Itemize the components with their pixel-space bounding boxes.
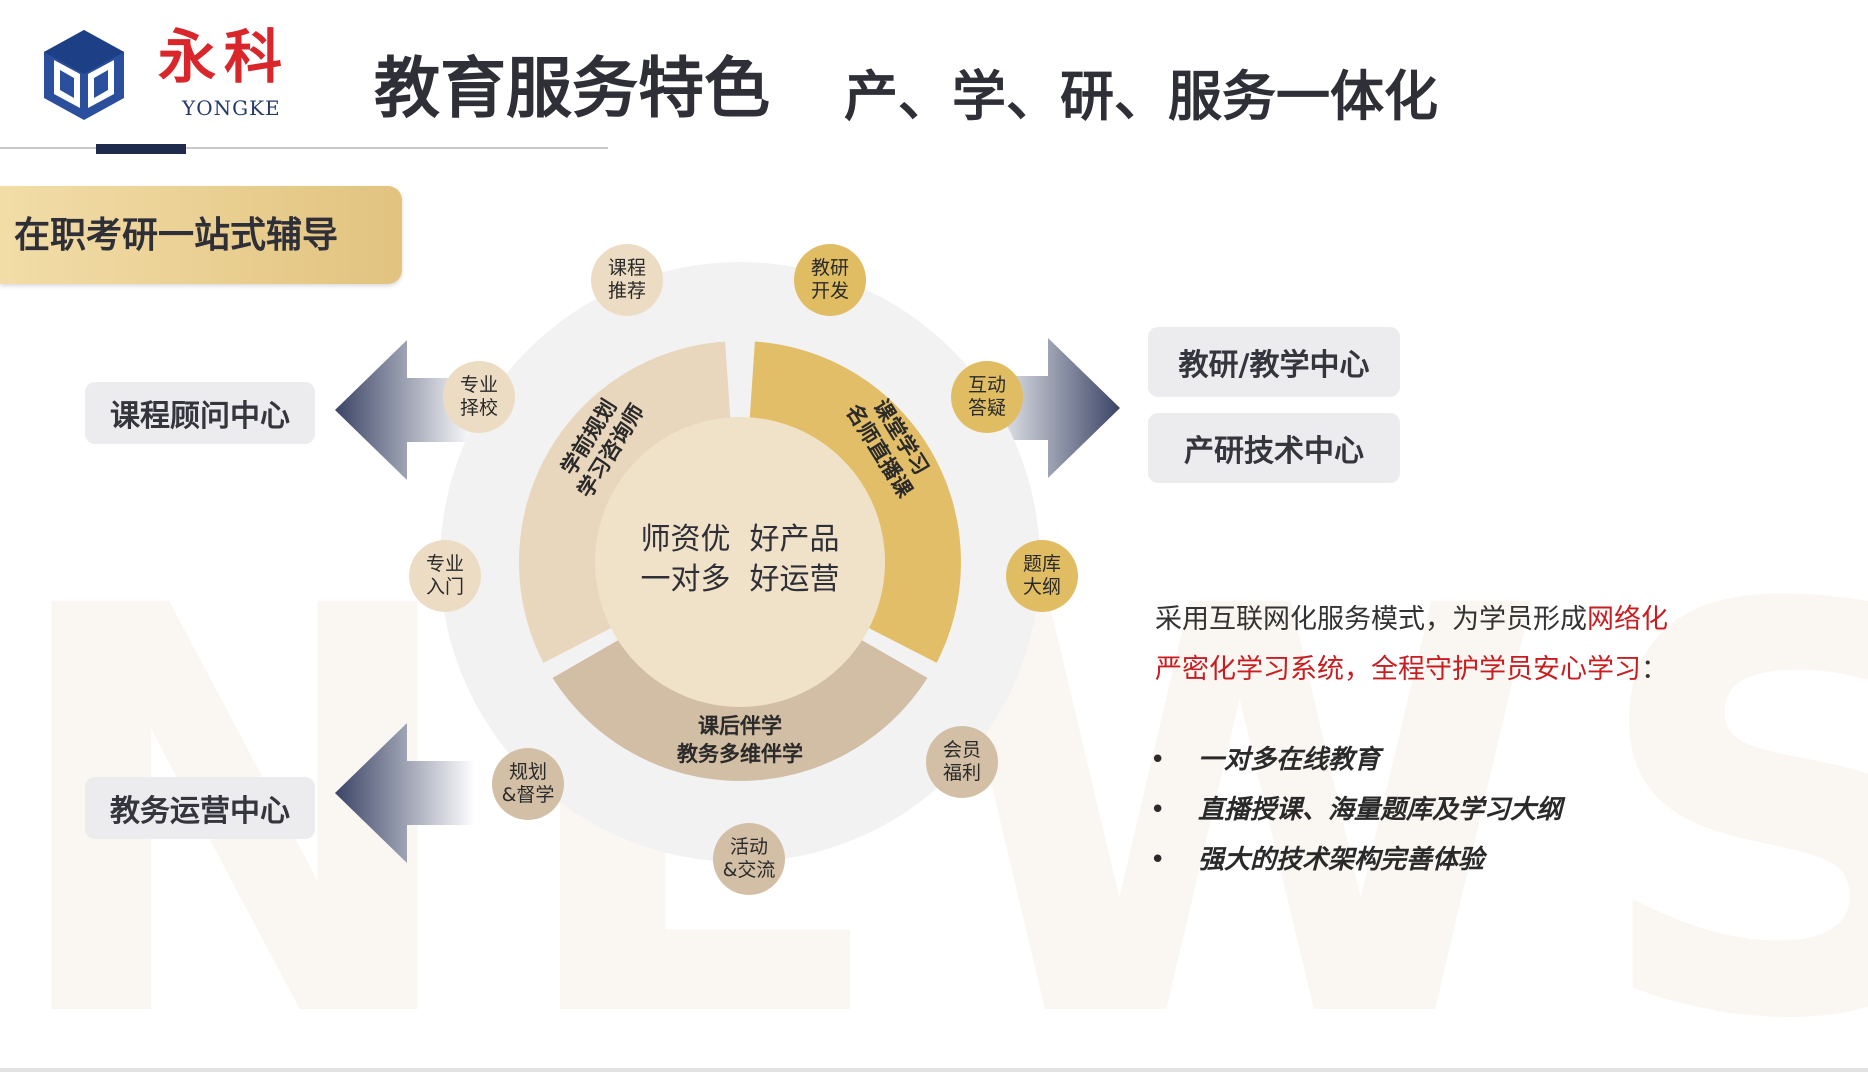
center-core (595, 417, 885, 707)
arrow-right-icon (980, 338, 1120, 478)
node-course-recommend: 课程 推荐 (591, 244, 663, 316)
node-activities: 活动 &交流 (713, 823, 785, 895)
description-highlight-1: 网络化 (1587, 604, 1668, 635)
page-subtitle: 产、学、研、服务一体化 (844, 64, 1438, 128)
header-divider-accent (96, 144, 186, 154)
academic-operations-center: 教务运营中心 (85, 777, 315, 839)
product-tech-center: 产研技术中心 (1148, 413, 1400, 483)
feature-item: 直播授课、海量题库及学习大纲 (1150, 785, 1562, 835)
node-major-school-select: 专业 择校 (443, 361, 515, 433)
service-cycle-diagram (440, 262, 1040, 862)
header-divider (0, 147, 608, 149)
arrow-left-bottom-icon (335, 723, 475, 863)
feature-list: 一对多在线教育 直播授课、海量题库及学习大纲 强大的技术架构完善体验 (1150, 735, 1562, 885)
logo-name-cn: 永科 (158, 23, 291, 91)
segment-after-class-line-1: 课后伴学 (698, 714, 782, 738)
segment-after-class-line-2: 教务多维伴学 (677, 742, 803, 766)
section-tag: 在职考研一站式辅导 (0, 186, 402, 284)
node-question-bank: 题库 大纲 (1006, 540, 1078, 612)
description-text: 采用互联网化服务模式，为学员形成网络化严密化学习系统，全程守护学员安心学习： (1155, 595, 1775, 695)
segment-after-class-label: 课后伴学 教务多维伴学 (640, 712, 840, 768)
node-plan-supervise: 规划 &督学 (492, 748, 564, 820)
center-line-2: 一对多 好运营 (640, 562, 840, 597)
feature-item: 强大的技术架构完善体验 (1150, 835, 1562, 885)
node-member-benefits: 会员 福利 (926, 726, 998, 798)
arrow-left-top-icon (335, 340, 475, 480)
course-advisor-center: 课程顾问中心 (85, 382, 315, 444)
description-highlight-2: 严密化学习系统，全程守护学员安心学习 (1155, 654, 1641, 685)
description-part-2: ： (1641, 654, 1668, 685)
node-major-intro: 专业 入门 (409, 540, 481, 612)
logo-name-en: YONGKE (182, 96, 281, 120)
description-part-1: 采用互联网化服务模式，为学员形成 (1155, 604, 1587, 635)
feature-item: 一对多在线教育 (1150, 735, 1562, 785)
node-interactive-qa: 互动 答疑 (951, 361, 1023, 433)
research-teaching-center: 教研/教学中心 (1148, 327, 1400, 397)
center-line-1: 师资优 好产品 (640, 522, 840, 557)
footer-divider (0, 1068, 1868, 1072)
logo-cube-icon (44, 30, 124, 120)
node-research-develop: 教研 开发 (794, 244, 866, 316)
page-title: 教育服务特色 (374, 49, 770, 127)
center-core-text: 师资优 好产品 一对多 好运营 (600, 520, 880, 600)
